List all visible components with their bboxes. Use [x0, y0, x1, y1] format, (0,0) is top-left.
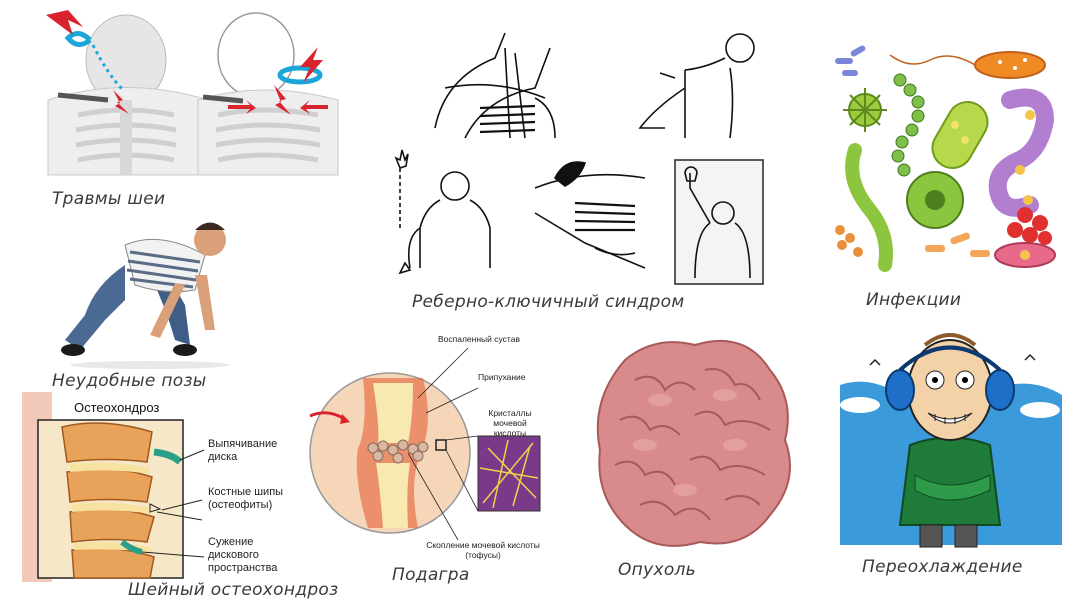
awkward-pose-photo — [55, 205, 235, 370]
caption-costoclavicular: Реберно-ключичный синдром — [412, 292, 685, 312]
bacteria-chain — [891, 73, 925, 177]
bacteria-long-green — [845, 143, 893, 272]
hypothermia-cartoon — [840, 325, 1062, 550]
osteochondrosis-diagram: Остеохондроз Выпячивание диска Костные ш… — [22, 392, 322, 582]
tumor-folds — [614, 368, 771, 521]
bacteria-spiky-green — [843, 88, 887, 132]
label-crystals: Кристаллы мочевой кислоты — [488, 408, 532, 438]
sketch-raised-arm — [674, 159, 764, 285]
sketch-arm-test — [394, 149, 491, 275]
label-osteophytes: Костные шипы (остеофиты) — [208, 486, 284, 511]
bacteria-rods-blue — [835, 45, 866, 76]
person-shoes — [61, 344, 197, 356]
bacteria-flagellate-orange — [889, 51, 1046, 79]
bacteria-illustration — [830, 40, 1060, 275]
tumor-illustration — [585, 330, 800, 555]
label-tophi: Скопление мочевой кислоты (тофусы) — [426, 540, 540, 560]
costoclavicular-sketches — [385, 28, 775, 290]
osteophyte-marker — [149, 503, 162, 513]
bacteria-purple-curved — [988, 88, 1055, 217]
label-disc-narrowing: Сужение дискового пространства — [208, 536, 278, 574]
man-body — [898, 436, 1002, 526]
label-inflamed-joint: Воспаленный сустав — [438, 334, 520, 344]
caption-cervical-osteo: Шейный остеохондроз — [128, 580, 339, 600]
man-legs — [919, 524, 978, 548]
vertebrae — [61, 422, 155, 579]
caption-neck-injury: Травмы шеи — [52, 189, 166, 209]
bacteria-rod-yellow — [931, 101, 989, 169]
bacteria-pink-oval — [994, 242, 1056, 268]
gout-diagram: Воспаленный сустав Припухание Кристаллы … — [308, 328, 548, 563]
bacteria-orange-rods — [925, 232, 990, 257]
crystal-needles — [479, 439, 539, 509]
caption-hypothermia: Переохлаждение — [862, 557, 1023, 577]
bacteria-big-green — [906, 171, 964, 229]
label-swelling: Припухание — [478, 372, 526, 382]
shiver-lines — [869, 353, 1036, 366]
tophi-cluster — [367, 439, 429, 464]
man-head — [907, 333, 993, 441]
sketch-ribs-clavicle — [534, 161, 646, 269]
disc-bulge-marker — [153, 448, 183, 465]
neck-injury-illustration — [38, 5, 343, 185]
osteochondrosis-title: Остеохондроз — [74, 400, 160, 415]
caption-tumor: Опухоль — [618, 560, 697, 580]
snow-pile — [840, 397, 1060, 418]
bacteria-red-cluster — [1007, 207, 1052, 245]
sketch-shoulder-anatomy — [434, 32, 556, 139]
neck-injury-figure-left — [46, 10, 209, 176]
sketch-head-tilt — [638, 33, 755, 139]
earmuffs — [885, 345, 1015, 411]
caption-awkward-poses: Неудобные позы — [52, 371, 207, 391]
person-head — [194, 222, 226, 256]
caption-infections: Инфекции — [866, 290, 962, 310]
person-arms — [150, 275, 215, 338]
neck-injury-figure-right — [197, 12, 339, 176]
bacteria-orange-dots — [835, 225, 863, 257]
narrowing-marker — [120, 539, 143, 555]
person-shirt — [124, 238, 206, 293]
caption-gout: Подагра — [392, 565, 470, 585]
label-disc-bulge: Выпячивание диска — [208, 438, 278, 463]
